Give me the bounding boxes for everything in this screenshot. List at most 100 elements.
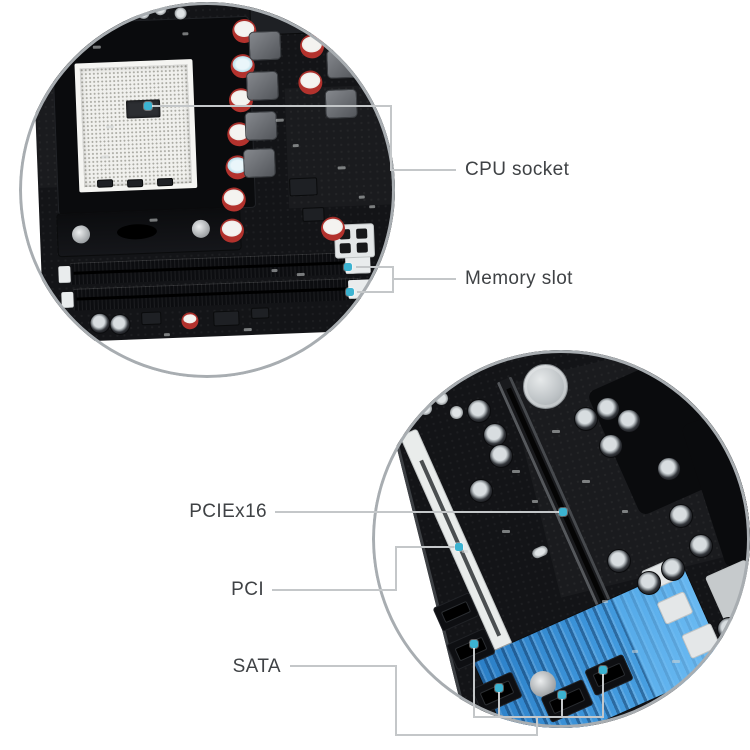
smd-resistor (92, 45, 101, 49)
callout-line-memory (357, 291, 394, 293)
callout-line-sata (473, 716, 604, 718)
smd-resistor (243, 327, 252, 332)
smd-resistor (296, 272, 305, 277)
capacitor (689, 534, 713, 558)
choke-inductor (326, 48, 360, 79)
smd-resistor (292, 144, 299, 148)
smd-resistor (582, 480, 590, 483)
socket-tab (156, 177, 174, 187)
cmos-battery (523, 364, 568, 409)
sata-marker-dot (495, 684, 503, 692)
capacitor (467, 399, 491, 423)
callout-line-sata (395, 665, 397, 736)
smd-resistor (101, 155, 110, 159)
callout-line-pcie (275, 511, 563, 513)
sata-marker-dot (599, 666, 607, 674)
smd-resistor (502, 530, 510, 533)
choke-inductor (324, 88, 358, 119)
callout-line-sata (602, 670, 604, 717)
callout-line-cpu (390, 169, 456, 171)
capacitor (607, 549, 631, 573)
cpu-socket-marker-dot (144, 102, 152, 110)
pci-label: PCI (231, 579, 264, 600)
callout-line-sata (561, 695, 563, 717)
callout-line-sata (473, 645, 475, 717)
smd-resistor (105, 125, 114, 129)
capacitor (469, 479, 493, 503)
pcie-x16-label: PCIEx16 (189, 501, 267, 522)
capacitor-small (450, 406, 463, 419)
ic-chip (302, 207, 325, 222)
smd-resistor (602, 600, 608, 603)
capacitor (483, 423, 507, 447)
capacitor (599, 434, 623, 458)
smd-resistor (512, 470, 520, 473)
choke-inductor (245, 70, 279, 101)
memory-slot-marker-dot (344, 263, 352, 271)
capacitor (717, 617, 741, 641)
smd-resistor (358, 195, 365, 199)
capacitor (596, 397, 620, 421)
capacitor (617, 409, 641, 433)
ic-chip (141, 311, 162, 326)
smd-resistor (337, 166, 346, 170)
socket-tab (126, 179, 144, 188)
capacitor-small (137, 6, 150, 20)
choke-inductor (327, 8, 361, 39)
smd-resistor (632, 650, 638, 653)
capacitor (637, 571, 661, 595)
callout-line-pci (272, 589, 397, 591)
smd-resistor (369, 205, 376, 209)
callout-line-memory (356, 266, 394, 268)
smd-resistor (672, 660, 680, 663)
callout-line-pci (395, 546, 460, 548)
capacitor (299, 33, 325, 59)
cpu-socket-label: CPU socket (465, 159, 570, 180)
smd-resistor (532, 500, 538, 503)
choke-inductor (244, 110, 278, 142)
capacitor-small (435, 392, 448, 405)
capacitor (657, 457, 681, 481)
smd-resistor (552, 430, 560, 433)
memory-slot-label: Memory slot (465, 268, 573, 289)
zoom-circle-expansion-area (372, 350, 750, 728)
cpu-socket (74, 59, 198, 193)
socket-tab (96, 179, 114, 188)
capacitor (661, 557, 685, 581)
capacitor (109, 313, 131, 336)
cpu-socket-center-cutout (125, 99, 161, 119)
memory-slot-marker-dot (346, 288, 354, 296)
dimm-latch (58, 265, 71, 284)
callout-line-sata (498, 688, 500, 717)
callout-line-sata (395, 734, 538, 736)
sata-marker-dot (470, 640, 478, 648)
callout-line-sata (290, 665, 397, 667)
capacitor (489, 444, 513, 468)
choke-inductor (248, 30, 282, 61)
ic-chip (289, 177, 318, 197)
capacitor-small (154, 2, 167, 16)
sata-label: SATA (232, 656, 281, 677)
callout-line-sata (536, 716, 538, 736)
ic-chip (250, 307, 270, 319)
zoom-circle-cpu-area (19, 2, 395, 378)
callout-line-pci (395, 547, 397, 591)
capacitor (181, 311, 199, 330)
capacitor (574, 407, 598, 431)
pcie-x16-marker-dot (559, 508, 567, 516)
callout-line-cpu (148, 105, 391, 107)
capacitor (221, 187, 247, 212)
capacitor (669, 504, 693, 528)
smd-resistor (149, 218, 158, 222)
capacitor (89, 312, 111, 335)
choke-inductor (242, 147, 276, 179)
smd-resistor (275, 118, 284, 122)
smd-resistor (622, 510, 628, 513)
capacitor-small (419, 402, 432, 415)
motherboard-photo-cpu-area (30, 2, 395, 343)
sata-marker-dot (558, 691, 566, 699)
smd-resistor (163, 333, 170, 337)
ic-chip (213, 310, 240, 327)
smd-resistor (182, 32, 189, 36)
